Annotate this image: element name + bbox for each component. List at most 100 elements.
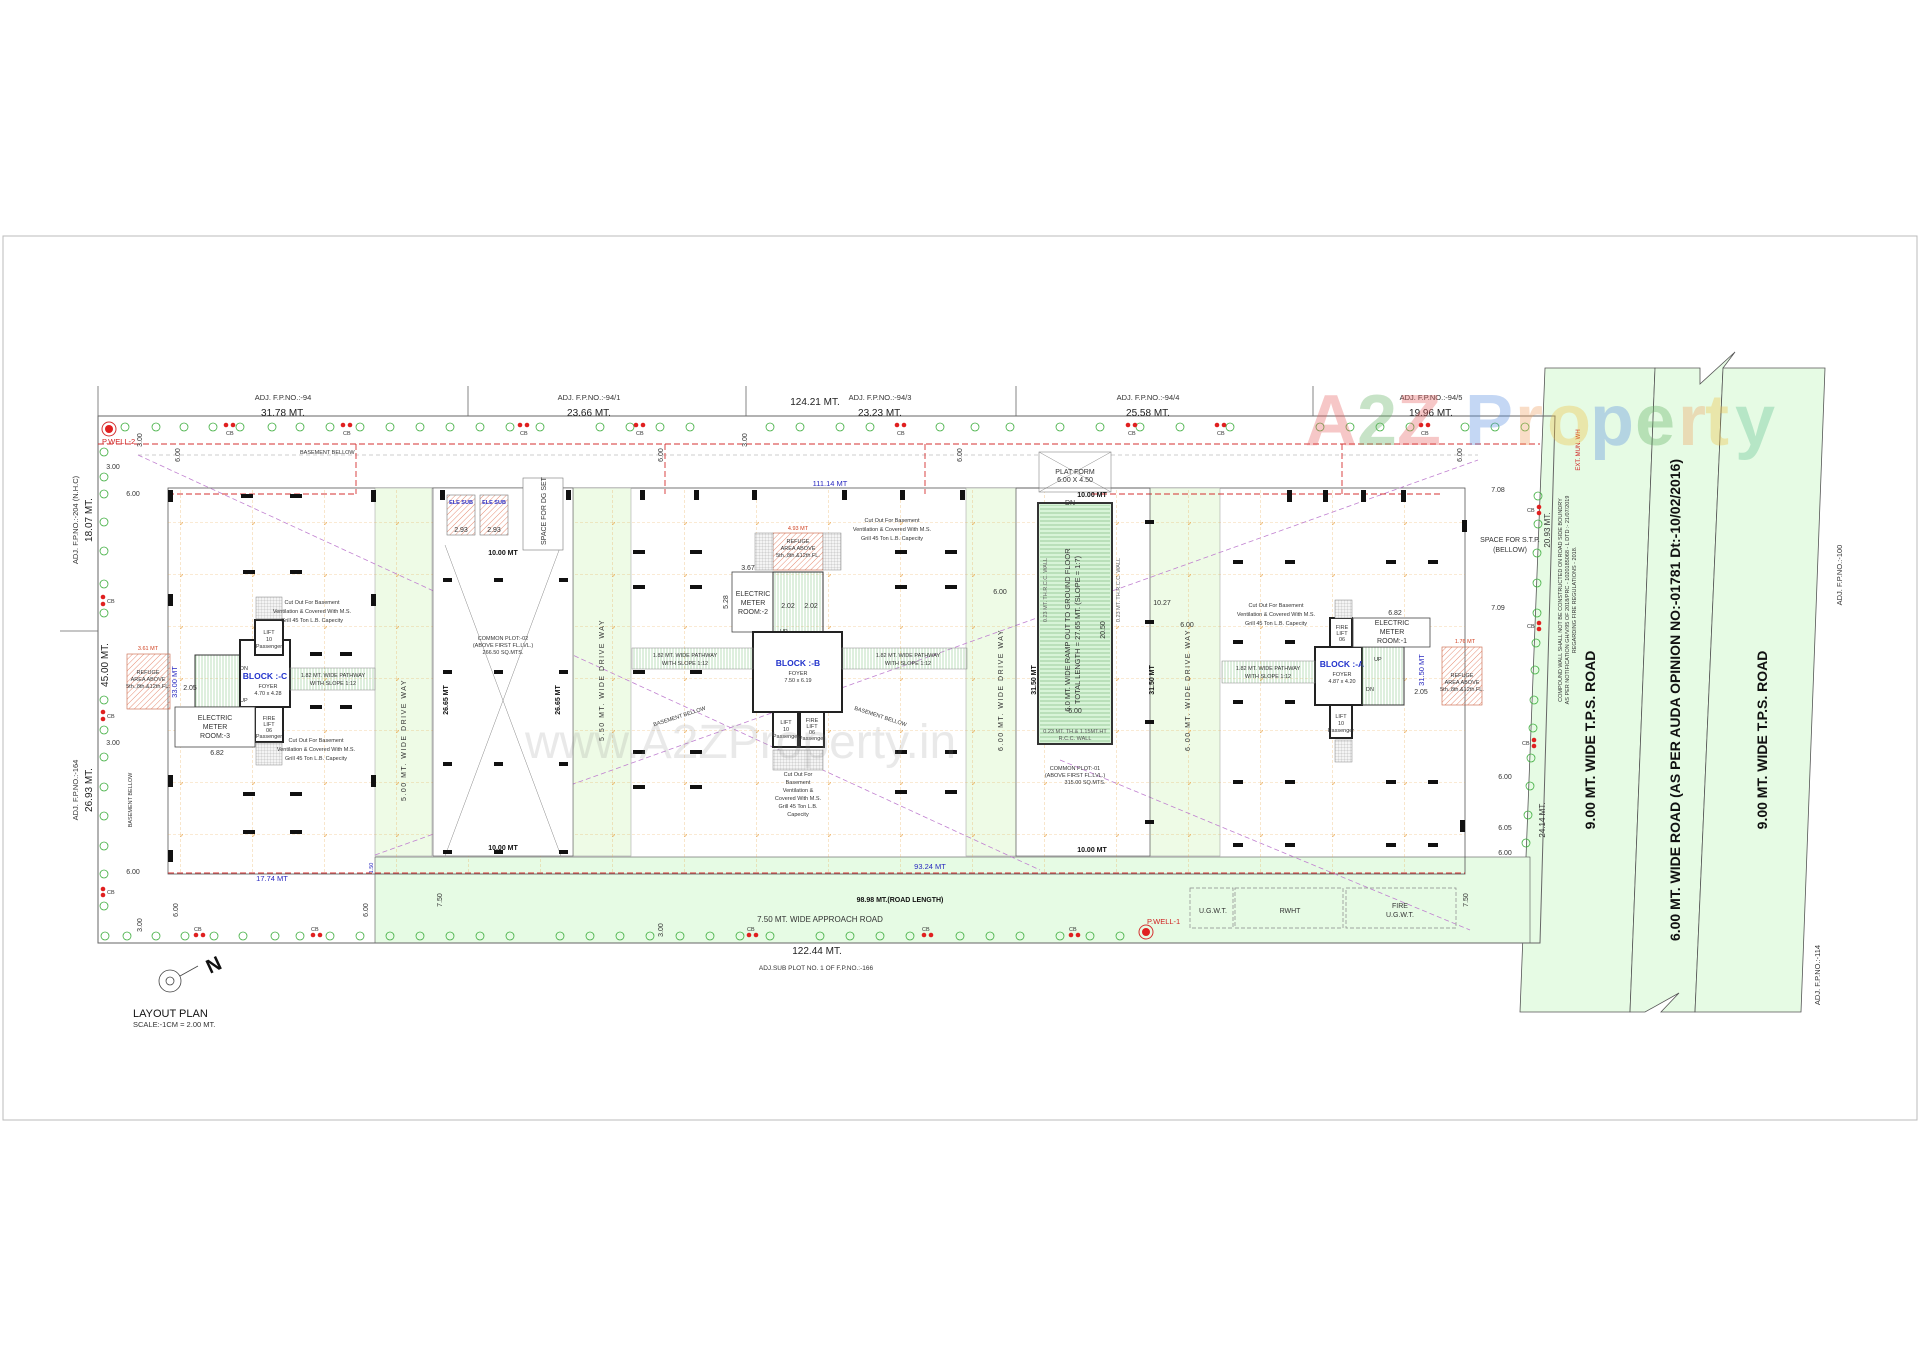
svg-text:6.00: 6.00 xyxy=(993,589,1007,596)
svg-text:Grill 45 Ton L.B. Capecity: Grill 45 Ton L.B. Capecity xyxy=(285,756,347,762)
svg-text:Ventilation & Covered With M.S: Ventilation & Covered With M.S. xyxy=(273,609,352,615)
svg-text:Passenger: Passenger xyxy=(256,734,282,740)
svg-text:METER: METER xyxy=(741,600,766,607)
svg-text:2.05: 2.05 xyxy=(183,685,197,692)
trees-left xyxy=(99,447,109,911)
svg-text:10: 10 xyxy=(266,637,272,643)
svg-text:18.07 MT.: 18.07 MT. xyxy=(84,498,95,542)
ele-sub-group: ELE SUB ELE SUB 2.93 2.93 SPACE FOR DG S… xyxy=(446,476,564,551)
svg-text:06: 06 xyxy=(809,730,815,736)
svg-text:31.50 MT: 31.50 MT xyxy=(1149,664,1156,694)
plot-boundary xyxy=(97,415,1556,944)
svg-text:7.50: 7.50 xyxy=(437,893,444,907)
svg-text:26.65 MT: 26.65 MT xyxy=(443,684,450,714)
svg-text:UP: UP xyxy=(1374,657,1382,663)
svg-text:FIRE: FIRE xyxy=(1392,903,1408,910)
svg-text:t: t xyxy=(1705,381,1729,461)
svg-text:Covered With M.S.: Covered With M.S. xyxy=(775,796,822,802)
svg-text:7.50: 7.50 xyxy=(1463,893,1470,907)
ext-mun-wh: EXT. MUN. WH xyxy=(1576,429,1582,470)
svg-text:1.82 MT. WIDE PATHWAY: 1.82 MT. WIDE PATHWAY xyxy=(1236,666,1301,672)
svg-text:6.00: 6.00 xyxy=(1498,850,1512,857)
svg-text:WITH SLOPE 1:12: WITH SLOPE 1:12 xyxy=(662,661,708,667)
svg-text:CB: CB xyxy=(520,431,528,437)
svg-text:ELE SUB: ELE SUB xyxy=(482,500,506,506)
trees-right xyxy=(1521,491,1543,848)
svg-text:U.G.W.T.: U.G.W.T. xyxy=(1386,912,1414,919)
svg-text:REFUGE: REFUGE xyxy=(137,670,160,676)
svg-text:ADJ. F.P.NO.:-94/3: ADJ. F.P.NO.:-94/3 xyxy=(849,393,912,402)
svg-text:CB: CB xyxy=(311,927,319,933)
block-b: REFUGE AREA ABOVE 5th.,8th.&12th.FL. 4.9… xyxy=(631,518,968,818)
svg-text:2: 2 xyxy=(1357,381,1397,461)
svg-text:FOYER: FOYER xyxy=(1333,672,1352,678)
svg-text:2.93: 2.93 xyxy=(454,527,468,534)
road-label-3: 9.00 MT. WIDE T.P.S. ROAD xyxy=(1754,651,1770,830)
left-total-dim: 45.00 MT. xyxy=(100,643,111,687)
svg-text:CB: CB xyxy=(107,714,115,720)
approach-road-label: 7.50 MT. WIDE APPROACH ROAD xyxy=(757,915,883,924)
adjacent-plots-top: ADJ. F.P.NO.:-94 31.78 MT. ADJ. F.P.NO.:… xyxy=(255,393,1463,419)
svg-text:LIFT: LIFT xyxy=(1336,631,1348,637)
svg-text:REGARDING FIRE REGULATIONS - 2: REGARDING FIRE REGULATIONS - 2018. xyxy=(1572,546,1578,653)
svg-text:25.58 MT.: 25.58 MT. xyxy=(1126,408,1170,419)
block-a: FIRE LIFT 06 LIFT 10 Passenger BLOCK :-A… xyxy=(1221,599,1484,763)
structural-columns xyxy=(168,490,1467,862)
svg-text:CB: CB xyxy=(1527,624,1535,630)
svg-text:3.00: 3.00 xyxy=(106,464,120,471)
svg-text:CB: CB xyxy=(636,431,644,437)
svg-text:LIFT: LIFT xyxy=(263,630,275,636)
dg-set-label: SPACE FOR DG SET xyxy=(541,476,548,545)
svg-text:0.23 MT. TH.R.C.C. WALL: 0.23 MT. TH.R.C.C. WALL xyxy=(1116,558,1122,622)
adj-right-1: ADJ. F.P.NO.:-100 xyxy=(1835,545,1844,606)
svg-text:FIRE: FIRE xyxy=(806,718,819,724)
svg-text:10.00 MT: 10.00 MT xyxy=(1077,847,1107,854)
svg-text:6.82: 6.82 xyxy=(1388,610,1402,617)
road-label-1: 9.00 MT. WIDE T.P.S. ROAD xyxy=(1582,651,1598,830)
compound-wall-note: COMPOUND WALL SHALL NOT BE CONSTRUCTED O… xyxy=(1558,498,1564,702)
svg-text:98.98 MT.(ROAD LENGTH): 98.98 MT.(ROAD LENGTH) xyxy=(857,897,944,904)
svg-text:o: o xyxy=(1547,381,1591,461)
ramp-label: 6.0 MT. WIDE RAMP OUT TO GROUND FLOOR xyxy=(1063,548,1072,712)
svg-text:0.23 MT. TH.& 1.15MT.HT: 0.23 MT. TH.& 1.15MT.HT xyxy=(1043,729,1107,735)
svg-text:4.93 MT: 4.93 MT xyxy=(788,526,809,532)
svg-text:10.00 MT: 10.00 MT xyxy=(488,550,518,557)
svg-text:1.82 MT. WIDE PATHWAY: 1.82 MT. WIDE PATHWAY xyxy=(653,653,718,659)
svg-text:WITH SLOPE 1:12: WITH SLOPE 1:12 xyxy=(310,681,356,687)
svg-text:2.02: 2.02 xyxy=(781,603,795,610)
svg-text:LIFT: LIFT xyxy=(780,720,792,726)
cb-markers: CB CB CB CB CB CB CB CB CB CB CB CB CB C… xyxy=(100,422,1542,938)
svg-text:CB: CB xyxy=(1069,927,1077,933)
common-plot-01-name: COMMON PLOT:-01 xyxy=(1050,766,1100,772)
drawing-title: LAYOUT PLAN xyxy=(133,1008,208,1020)
svg-text:7.50 x 6.19: 7.50 x 6.19 xyxy=(784,678,811,684)
svg-text:23.23 MT.: 23.23 MT. xyxy=(858,408,902,419)
p-well-1: P.WELL-1 xyxy=(1138,917,1180,940)
svg-text:6.00: 6.00 xyxy=(175,448,182,462)
svg-text:33.00 MT: 33.00 MT xyxy=(170,666,179,698)
svg-text:R.C.C. WALL: R.C.C. WALL xyxy=(1059,736,1092,742)
driveway-label-3: 6.00 MT. WIDE DRIVE WAY xyxy=(998,629,1005,751)
svg-text:ADJ. F.P.NO.:-94/5: ADJ. F.P.NO.:-94/5 xyxy=(1400,393,1463,402)
block-a-label: BLOCK :-A xyxy=(1320,659,1364,669)
svg-text:p: p xyxy=(1590,381,1634,461)
road-label-2: 6.00 MT. WIDE ROAD (AS PER AUDA OPINION … xyxy=(1667,459,1683,941)
svg-text:ADJ. F.P.NO.:-94/1: ADJ. F.P.NO.:-94/1 xyxy=(558,393,621,402)
water-tanks: U.G.W.T. RWHT FIRE U.G.W.T. xyxy=(1189,887,1457,929)
trees-top xyxy=(120,422,1530,432)
svg-text:5.28: 5.28 xyxy=(723,595,730,609)
svg-text:WITH SLOPE 1:12: WITH SLOPE 1:12 xyxy=(1245,674,1291,680)
ramp: PLAT FORM 6.00 X 4.50 10.00 MT DN 6.0 MT… xyxy=(993,451,1194,857)
svg-text:FIRE: FIRE xyxy=(263,716,276,722)
svg-text:06: 06 xyxy=(1339,637,1345,643)
adj-plot-bottom: ADJ.SUB PLOT NO. 1 OF F.P.NO.:-166 xyxy=(759,965,874,972)
svg-text:CB: CB xyxy=(922,927,930,933)
svg-text:10: 10 xyxy=(1338,721,1344,727)
common-plot-02-name: COMMON PLOT:-02 xyxy=(478,636,528,642)
svg-text:4.87 x 4.20: 4.87 x 4.20 xyxy=(1328,679,1355,685)
rwht-label: RWHT xyxy=(1280,908,1302,915)
svg-text:2.02: 2.02 xyxy=(804,603,818,610)
svg-text:19.96 MT.: 19.96 MT. xyxy=(1409,408,1453,419)
svg-text:31.50 MT: 31.50 MT xyxy=(1417,654,1426,686)
